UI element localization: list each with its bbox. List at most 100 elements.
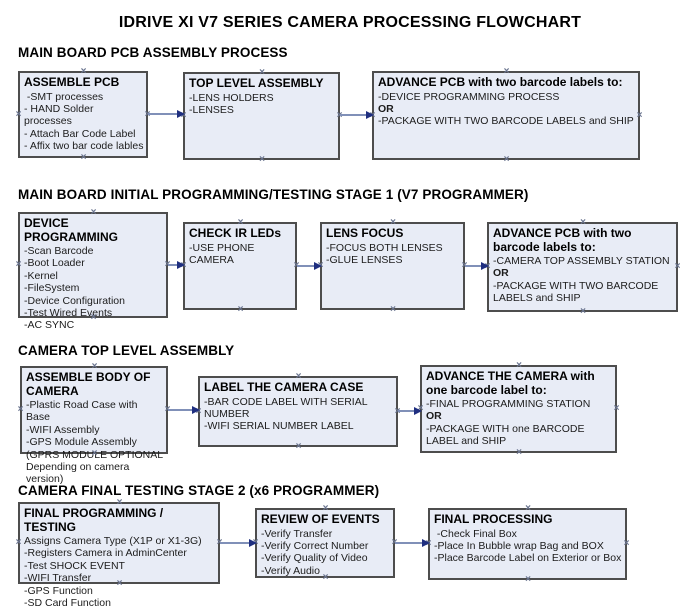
box-item: -PACKAGE WITH TWO BARCODE LABELS and SHI… bbox=[493, 279, 662, 305]
flow-box-advance-camera-one-label[interactable]: ADVANCE THE CAMERA with one barcode labe… bbox=[418, 360, 620, 458]
connection-handle-icon[interactable]: × bbox=[163, 404, 172, 415]
flow-arrow[interactable] bbox=[168, 261, 185, 269]
connection-handle-icon[interactable]: × bbox=[15, 259, 22, 270]
connection-handle-icon[interactable]: × bbox=[322, 503, 329, 514]
box-item: -PACKAGE WITH TWO BARCODE LABELS and SHI… bbox=[378, 115, 634, 128]
box-item: -CAMERA TOP ASSEMBLY STATION bbox=[493, 255, 670, 267]
box-items: -LENS HOLDERS-LENSES bbox=[185, 92, 338, 117]
connection-handle-icon[interactable]: × bbox=[335, 110, 344, 121]
connection-handle-icon[interactable]: × bbox=[90, 207, 97, 218]
connection-handle-icon[interactable]: × bbox=[90, 312, 97, 323]
section-heading-camera-top-assembly: CAMERA TOP LEVEL ASSEMBLY bbox=[18, 343, 235, 358]
connection-handle-icon[interactable]: × bbox=[237, 217, 244, 228]
box-items: -BAR CODE LABEL WITH SERIAL NUMBER-WIFI … bbox=[200, 396, 396, 433]
connection-handle-icon[interactable]: × bbox=[259, 67, 265, 78]
box-item: Assigns Camera Type (X1P or X1-3G) bbox=[24, 535, 202, 547]
connection-handle-icon[interactable]: × bbox=[503, 154, 510, 165]
connection-handle-icon[interactable]: × bbox=[674, 261, 681, 272]
connection-handle-icon[interactable]: × bbox=[237, 304, 244, 315]
flow-arrow[interactable] bbox=[297, 262, 322, 270]
connection-handle-icon[interactable]: × bbox=[295, 371, 302, 382]
connection-handle-icon[interactable]: × bbox=[116, 578, 123, 589]
flow-box-review-of-events[interactable]: REVIEW OF EVENTS -Verify Transfer-Verify… bbox=[253, 503, 398, 583]
box-title: TOP LEVEL ASSEMBLY bbox=[189, 76, 324, 90]
box-item: -WIFI Assembly bbox=[26, 423, 100, 436]
connection-handle-icon[interactable]: × bbox=[215, 537, 224, 548]
box-title: ASSEMBLE PCB bbox=[24, 75, 120, 89]
arrowhead-icon bbox=[422, 539, 430, 547]
arrowhead-icon bbox=[177, 110, 185, 118]
box-item: -GPS Module Assembly bbox=[26, 436, 137, 449]
box-item: -Verify Quality of Video bbox=[261, 552, 368, 565]
box-items: -Scan Barcode-Boot Loader-Kernel-FileSys… bbox=[20, 245, 166, 332]
connection-handle-icon[interactable]: × bbox=[116, 497, 123, 508]
connection-handle-icon[interactable]: × bbox=[259, 154, 265, 165]
connection-handle-icon[interactable]: × bbox=[393, 406, 402, 417]
flow-arrow[interactable] bbox=[148, 110, 185, 118]
flow-box-assemble-body-of-camera[interactable]: ASSEMBLE BODY OF CAMERA -Plastic Road Ca… bbox=[18, 361, 171, 485]
connection-handle-icon[interactable]: × bbox=[390, 537, 399, 548]
arrowhead-icon bbox=[414, 407, 422, 415]
flow-box-label-camera-case[interactable]: LABEL THE CAMERA CASE -BAR CODE LABEL WI… bbox=[196, 371, 401, 452]
box-item: -PACKAGE WITH one BARCODE LABEL and SHIP bbox=[426, 422, 588, 448]
box-item: -Check Final Box bbox=[434, 527, 517, 540]
connection-handle-icon[interactable]: × bbox=[636, 109, 643, 121]
box-item: -FOCUS BOTH LENSES bbox=[326, 241, 443, 254]
connection-handle-icon[interactable]: × bbox=[623, 538, 630, 549]
connection-handle-icon[interactable]: × bbox=[613, 403, 620, 414]
connection-handle-icon[interactable]: × bbox=[516, 447, 522, 458]
flow-box-lens-focus[interactable]: LENS FOCUS -FOCUS BOTH LENSES-GLUE LENSE… bbox=[318, 217, 468, 315]
connection-handle-icon[interactable]: × bbox=[80, 66, 87, 77]
connection-handle-icon[interactable]: × bbox=[15, 108, 22, 120]
box-title: ASSEMBLE BODY OF CAMERA bbox=[26, 370, 151, 398]
connection-handle-icon[interactable]: × bbox=[503, 66, 510, 77]
connection-handle-icon[interactable]: × bbox=[17, 404, 24, 415]
flow-box-assemble-pcb[interactable]: ASSEMBLE PCB -SMT processes- HAND Solder… bbox=[16, 66, 151, 163]
connection-handle-icon[interactable]: × bbox=[91, 448, 98, 459]
box-title: FINAL PROGRAMMING / TESTING bbox=[24, 506, 164, 534]
connection-handle-icon[interactable]: × bbox=[390, 304, 396, 315]
flow-box-advance-pcb-stage1[interactable]: ADVANCE PCB with two barcode labels to: … bbox=[485, 217, 681, 317]
connection-handle-icon[interactable]: × bbox=[80, 152, 87, 163]
connection-handle-icon[interactable]: × bbox=[143, 109, 152, 120]
box-item: -Boot Loader bbox=[24, 257, 85, 270]
connection-handle-icon[interactable]: × bbox=[525, 503, 531, 514]
connection-handle-icon[interactable]: × bbox=[295, 441, 302, 452]
box-items: -Verify Transfer-Verify Correct Number-V… bbox=[257, 528, 393, 578]
connection-handle-icon[interactable]: × bbox=[15, 537, 22, 548]
box-item: -GPS Function bbox=[24, 584, 93, 597]
flow-box-check-ir-leds[interactable]: CHECK IR LEDs -USE PHONE CAMERA ×××× bbox=[181, 217, 300, 315]
box-item: OR bbox=[426, 410, 442, 423]
flow-arrow[interactable] bbox=[220, 539, 257, 547]
connection-handle-icon[interactable]: × bbox=[460, 260, 469, 271]
connection-handle-icon[interactable]: × bbox=[525, 574, 531, 585]
connection-handle-icon[interactable]: × bbox=[580, 217, 586, 228]
box-items: -SMT processes- HAND Solder processes- A… bbox=[20, 91, 146, 153]
flow-arrow[interactable] bbox=[340, 111, 374, 119]
connection-handle-icon[interactable]: × bbox=[292, 260, 301, 271]
connection-handle-icon[interactable]: × bbox=[390, 217, 396, 228]
flow-box-device-programming[interactable]: DEVICE PROGRAMMING -Scan Barcode-Boot Lo… bbox=[16, 207, 171, 331]
connection-handle-icon[interactable]: × bbox=[322, 572, 329, 583]
box-title: FINAL PROCESSING bbox=[434, 512, 553, 526]
flow-arrow[interactable] bbox=[465, 262, 489, 270]
flow-box-final-programming-testing[interactable]: FINAL PROGRAMMING / TESTING Assigns Came… bbox=[16, 497, 223, 609]
connection-handle-icon[interactable]: × bbox=[516, 360, 522, 371]
box-item: -FINAL PROGRAMMING STATION bbox=[426, 398, 591, 410]
connection-handle-icon[interactable]: × bbox=[163, 259, 172, 270]
box-item: -SD Card Function bbox=[24, 597, 111, 610]
box-title: LENS FOCUS bbox=[326, 226, 404, 240]
flow-arrow[interactable] bbox=[168, 406, 200, 414]
flow-arrow[interactable] bbox=[395, 539, 430, 547]
flow-box-advance-pcb-two-labels[interactable]: ADVANCE PCB with two barcode labels to: … bbox=[370, 66, 643, 165]
connection-handle-icon[interactable]: × bbox=[91, 361, 98, 372]
box-item: -SMT processes bbox=[24, 90, 104, 103]
flow-box-top-level-assembly[interactable]: TOP LEVEL ASSEMBLY -LENS HOLDERS-LENSES … bbox=[181, 67, 343, 165]
flow-box-final-processing[interactable]: FINAL PROCESSING -Check Final Box-Place … bbox=[426, 503, 630, 585]
box-item: -USE PHONE CAMERA bbox=[189, 241, 258, 266]
box-title: ADVANCE THE CAMERA with one barcode labe… bbox=[426, 369, 595, 397]
connection-handle-icon[interactable]: × bbox=[580, 306, 586, 317]
box-item: - Affix two bar code lables bbox=[24, 140, 144, 153]
flow-arrow[interactable] bbox=[398, 407, 422, 415]
